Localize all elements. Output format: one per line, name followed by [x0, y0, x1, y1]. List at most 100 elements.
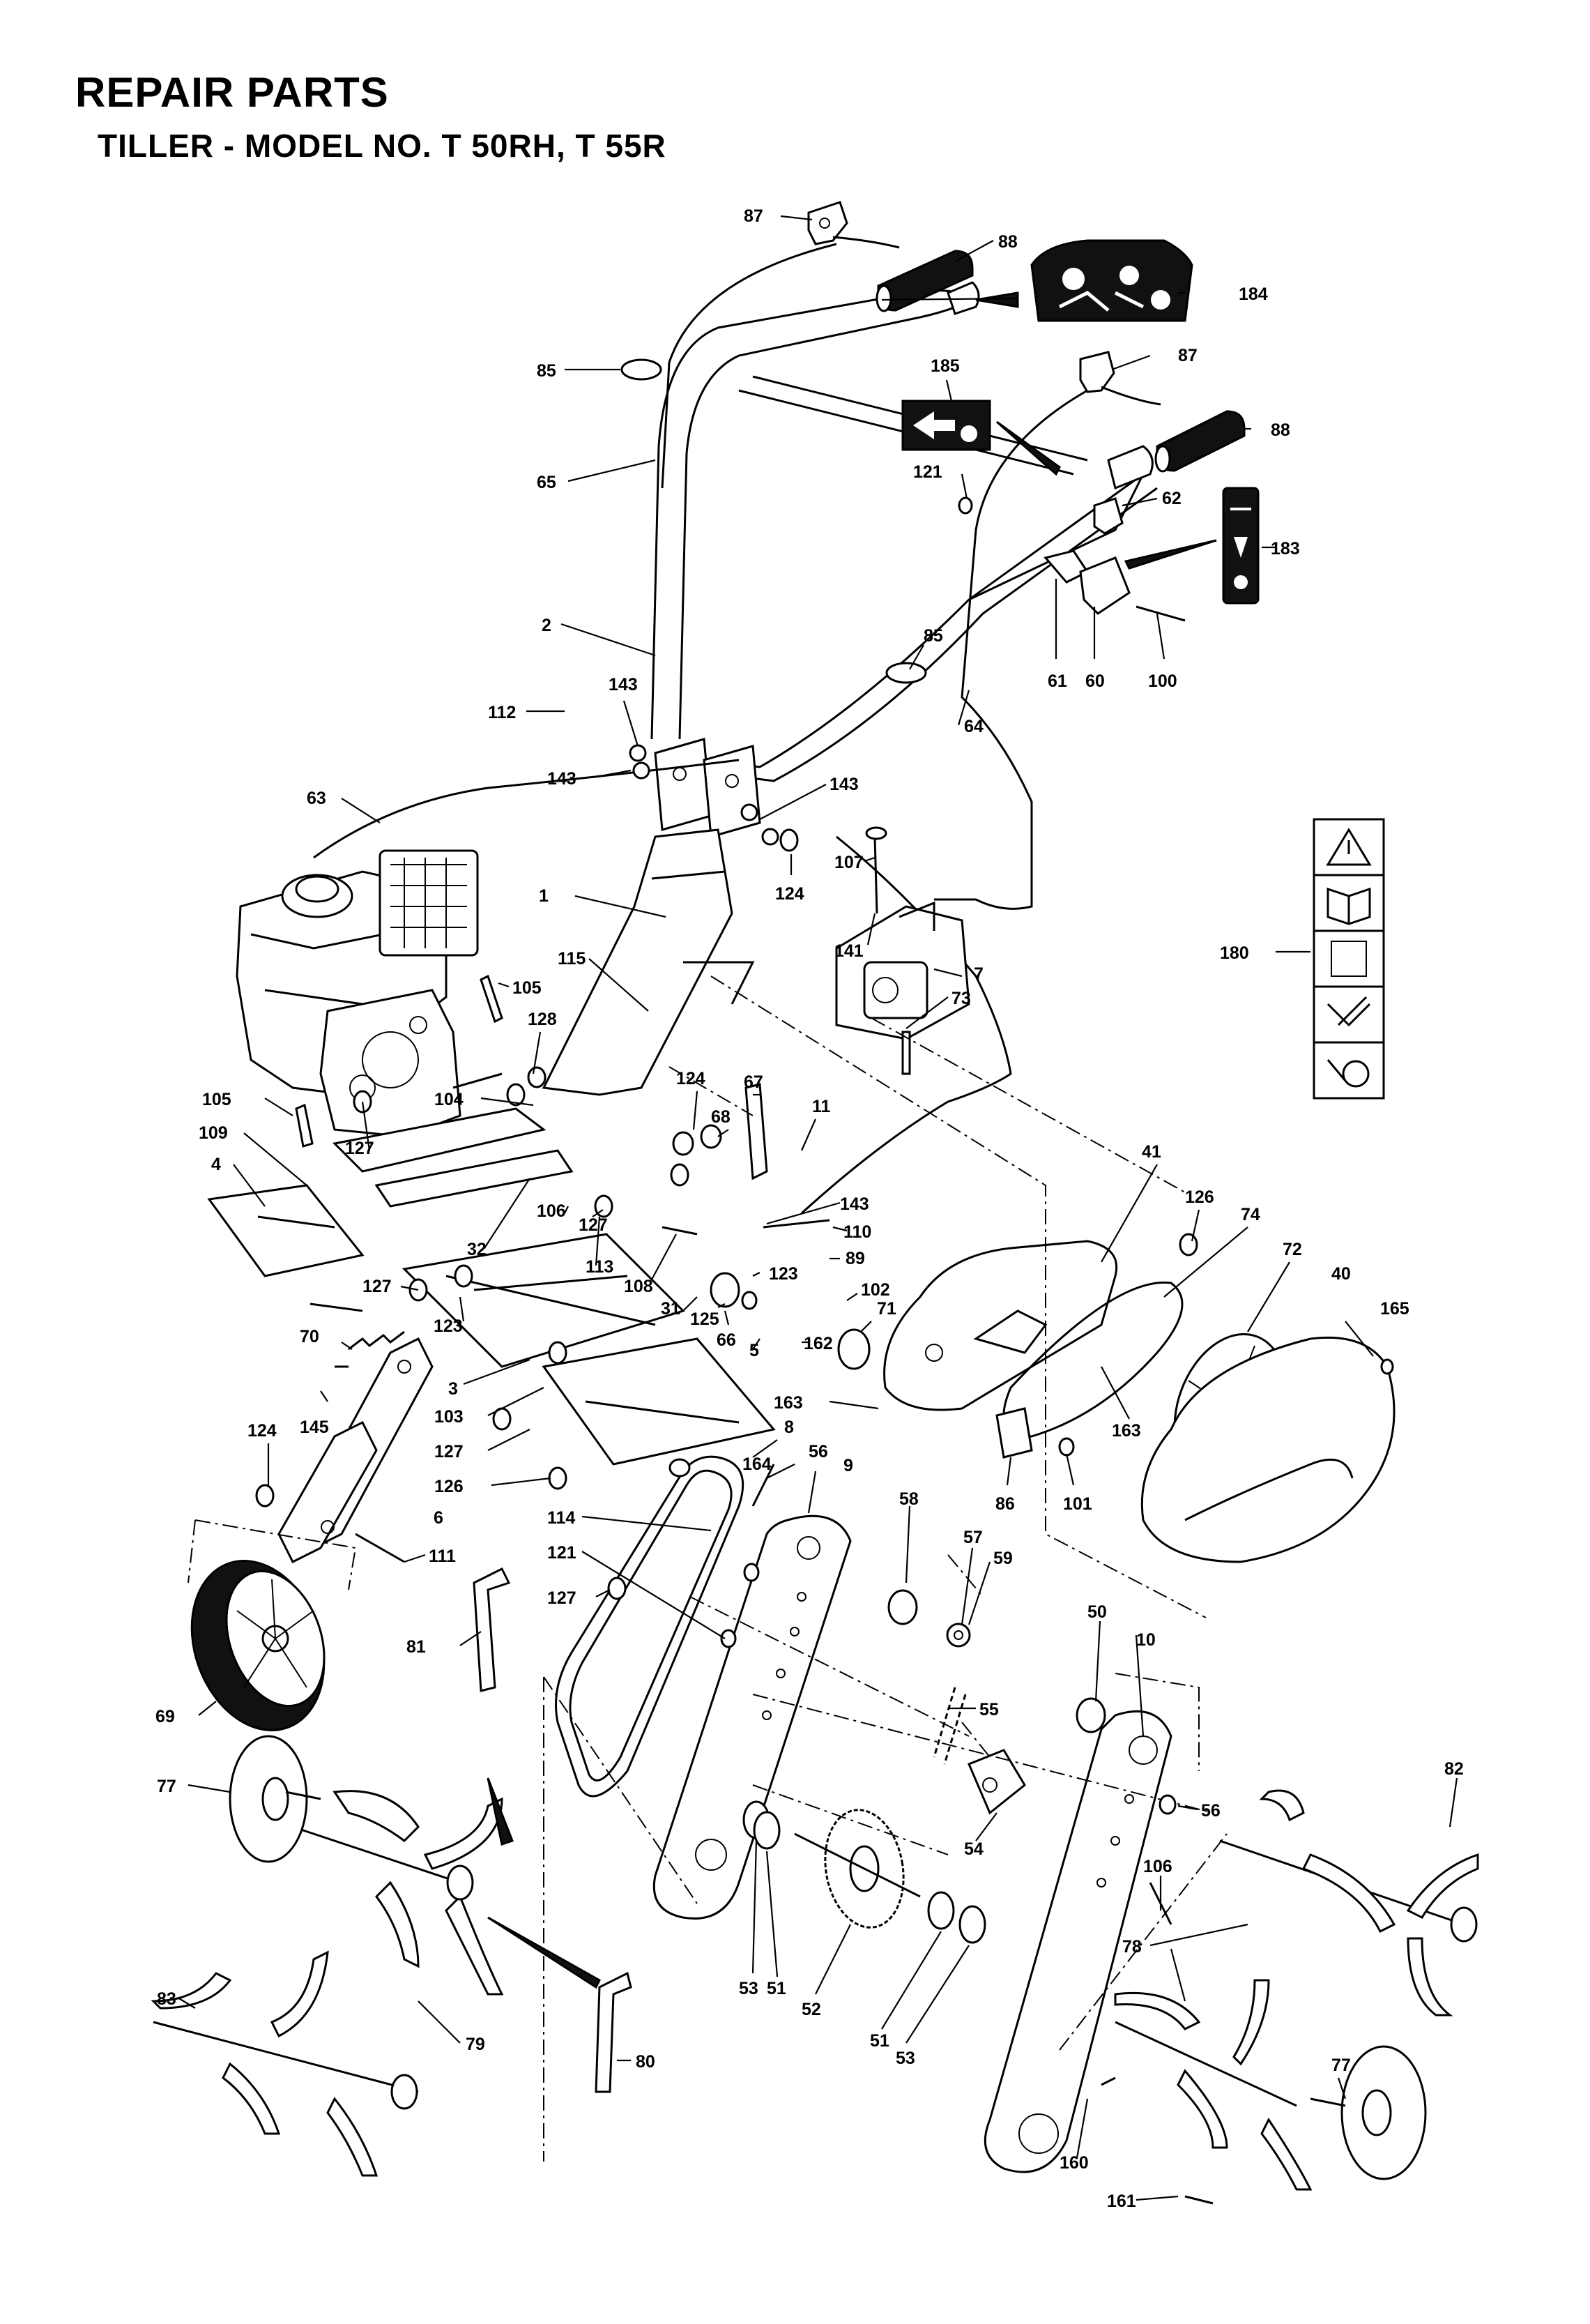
- tine-blade-80: [595, 1971, 632, 2093]
- callout: 123: [434, 1316, 463, 1336]
- callout: 6: [434, 1508, 443, 1528]
- callout: 51: [767, 1979, 786, 1998]
- callout: 124: [676, 1069, 705, 1088]
- bearing-51-b: [927, 1891, 955, 1930]
- bracket-86: [995, 1407, 1033, 1459]
- bracket-67: [744, 1083, 768, 1180]
- callout: 180: [1220, 943, 1249, 963]
- tine-assembly-79: [292, 1790, 504, 1996]
- idler-54: [968, 1749, 1026, 1815]
- callout: 67: [744, 1072, 763, 1092]
- chain-case-9: [652, 1514, 852, 1920]
- decal-185: [901, 400, 991, 451]
- page-title: REPAIR PARTS: [75, 69, 389, 116]
- callout: 41: [1142, 1142, 1161, 1162]
- callout: 68: [711, 1107, 731, 1127]
- safety-decal-180: [1313, 818, 1385, 1100]
- alignment-lines: [188, 975, 1228, 2162]
- callout: 143: [830, 775, 859, 794]
- bracket-60: [1079, 556, 1131, 615]
- callout: 56: [1201, 1801, 1221, 1821]
- knob-62: [1093, 497, 1124, 535]
- callout: 113: [586, 1257, 613, 1277]
- callout: 110: [843, 1222, 871, 1242]
- callout: 163: [774, 1393, 803, 1413]
- callout: 143: [609, 675, 638, 694]
- callout: 103: [434, 1407, 464, 1427]
- callout: 8: [784, 1418, 794, 1437]
- bolt-100: [1136, 605, 1186, 622]
- callout: 4: [211, 1155, 221, 1174]
- engine: [236, 849, 503, 1138]
- belt-guard-41: [883, 1240, 1118, 1411]
- transport-wheel-69: [190, 1560, 326, 1731]
- frame-plate-5: [542, 1337, 776, 1466]
- handlebar-assembly: [650, 281, 1158, 838]
- callout: 73: [951, 989, 971, 1008]
- tine-assembly-78: [1219, 1789, 1479, 2017]
- frame-plate-4: [207, 1184, 365, 1277]
- cable-63: [313, 759, 740, 859]
- callout: 55: [979, 1700, 999, 1719]
- pulley-71: [837, 1328, 871, 1370]
- callout: 53: [739, 1979, 758, 1998]
- callout: 115: [558, 949, 586, 969]
- callout: 85: [924, 626, 943, 646]
- sprocket-57: [946, 1623, 971, 1648]
- callout: 88: [1271, 420, 1290, 440]
- depth-bar-6: [277, 1337, 434, 1564]
- bearing-58: [887, 1589, 918, 1625]
- tine-assembly-78-b: [1114, 1979, 1313, 2191]
- callout: 65: [537, 473, 556, 492]
- callout: 125: [690, 1309, 719, 1329]
- frame-plate-32: [332, 1107, 574, 1208]
- callout: 72: [1283, 1240, 1302, 1259]
- callout: 70: [300, 1327, 319, 1346]
- callout: 79: [466, 2035, 485, 2054]
- callout: 109: [199, 1123, 228, 1143]
- tine-shield-disc-77-a: [229, 1735, 321, 1863]
- callout: 89: [846, 1249, 865, 1268]
- callout: 165: [1380, 1299, 1409, 1319]
- callout: 7: [974, 964, 984, 984]
- transmission-7: [835, 901, 970, 1040]
- callout: 127: [579, 1215, 608, 1235]
- callout: 143: [547, 769, 576, 789]
- callout: 127: [362, 1277, 392, 1296]
- callout: 50: [1087, 1602, 1107, 1622]
- decal-184: [1030, 239, 1193, 322]
- callout: 123: [769, 1264, 798, 1284]
- spring-70: [348, 1330, 405, 1351]
- chain-case-10: [984, 1710, 1172, 2173]
- callout: 183: [1271, 539, 1300, 559]
- callout: 87: [1178, 346, 1198, 365]
- callout: 1: [539, 886, 549, 906]
- bearing-50: [1076, 1697, 1106, 1733]
- callout: 124: [775, 884, 804, 904]
- callout: 104: [434, 1090, 464, 1109]
- callout: 64: [964, 717, 984, 736]
- callout: 184: [1239, 284, 1268, 304]
- callout: 185: [931, 356, 960, 376]
- callout: 78: [1122, 1937, 1142, 1957]
- handle-grip-left: [876, 250, 974, 312]
- callout: 121: [913, 462, 942, 482]
- callout: 145: [300, 1418, 329, 1437]
- callout: 5: [749, 1341, 759, 1360]
- callout: 86: [995, 1494, 1015, 1514]
- callout: 114: [547, 1508, 575, 1528]
- tine-blade-81: [473, 1567, 511, 1692]
- callout: 83: [157, 1989, 176, 2009]
- callout: 2: [542, 616, 551, 635]
- callout: 32: [467, 1240, 487, 1259]
- callout-leaders: [177, 215, 1458, 2201]
- bolt-105-a: [480, 974, 503, 1024]
- callout: 3: [448, 1379, 458, 1399]
- callout: 62: [1162, 489, 1182, 508]
- callout: 56: [809, 1442, 828, 1461]
- callout: 160: [1060, 2153, 1089, 2173]
- cable-clamp-85-a: [620, 358, 662, 381]
- callout: 10: [1136, 1630, 1156, 1650]
- bolt-107: [873, 836, 878, 914]
